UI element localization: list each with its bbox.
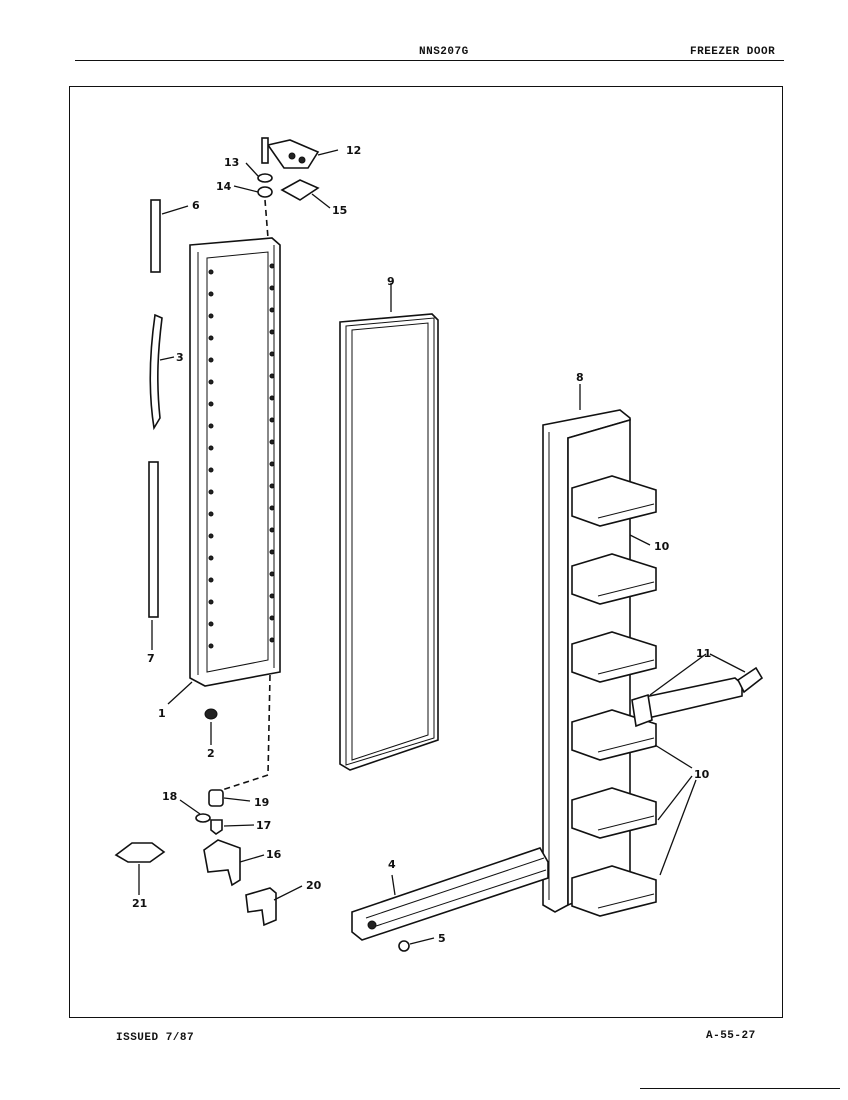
top-hinge-assembly: [257, 137, 320, 239]
top-trim-strip: [150, 199, 161, 273]
callout-7: 7: [147, 652, 155, 665]
callout-11: 11: [696, 647, 711, 660]
panel-hole: [208, 401, 214, 407]
panel-holes: [208, 263, 275, 649]
panel-hole: [208, 379, 214, 385]
callout-16: 16: [266, 848, 282, 861]
door-shelf: [571, 475, 657, 527]
panel-hole: [269, 373, 275, 379]
panel-hole: [208, 335, 214, 341]
callout-21: 21: [132, 897, 147, 910]
shelf-lip: [597, 815, 655, 831]
panel-hole: [208, 511, 214, 517]
leader-lines: [138, 149, 746, 945]
callout-18: 18: [162, 790, 177, 803]
panel-hole: [208, 423, 214, 429]
bottom-hinge: [203, 839, 241, 887]
shelf-rail: [631, 666, 764, 728]
panel-hole: [269, 615, 275, 621]
washer: [195, 813, 211, 823]
panel-hole: [208, 313, 214, 319]
page-code: A-55-27: [706, 1030, 756, 1042]
panel-hole: [269, 395, 275, 401]
callout-15: 15: [332, 204, 347, 217]
bracket-plate: [114, 842, 166, 863]
callout-5: 5: [438, 932, 446, 945]
panel-hole: [208, 599, 214, 605]
shelf-lip: [597, 659, 655, 675]
panel-hole: [269, 571, 275, 577]
trim-screw: [398, 940, 410, 952]
callout-10-upper: 10: [654, 540, 670, 553]
callout-2: 2: [207, 747, 215, 760]
liner-shelves: [571, 475, 657, 917]
panel-hole: [208, 555, 214, 561]
door-gasket: [339, 313, 439, 771]
model-number: NNS207G: [419, 46, 469, 58]
panel-hole: [208, 577, 214, 583]
panel-hole: [269, 549, 275, 555]
panel-hole: [269, 527, 275, 533]
panel-hole: [208, 357, 214, 363]
panel-hole: [208, 291, 214, 297]
callout-6: 6: [192, 199, 200, 212]
callout-labels: 1 2 3 4 5 6 7 8 9 10 10 11 12 13 14 15 1…: [132, 144, 711, 945]
callout-14: 14: [216, 180, 232, 193]
callout-17: 17: [256, 819, 271, 832]
panel-hole: [269, 461, 275, 467]
door-shelf: [571, 631, 657, 683]
panel-hole: [269, 351, 275, 357]
door-shelf: [571, 865, 657, 917]
bottom-trim-bar: [351, 847, 549, 941]
shelf-lip: [597, 893, 655, 909]
panel-hole: [208, 489, 214, 495]
bottom-bushing: [208, 789, 224, 807]
shelf-lip: [597, 737, 655, 753]
panel-hole: [269, 417, 275, 423]
panel-hole: [269, 505, 275, 511]
callout-8: 8: [576, 371, 584, 384]
issued-date: ISSUED 7/87: [116, 1032, 195, 1044]
panel-hole: [269, 439, 275, 445]
header-rule: [75, 60, 784, 61]
panel-hole: [269, 285, 275, 291]
panel-hole: [208, 533, 214, 539]
panel-hole: [208, 621, 214, 627]
callout-10-lower: 10: [694, 768, 710, 781]
panel-hole: [208, 643, 214, 649]
shelf-lip: [597, 503, 655, 519]
panel-hole: [208, 467, 214, 473]
bottom-rule: [640, 1088, 840, 1089]
panel-hole: [269, 593, 275, 599]
callout-3: 3: [176, 351, 184, 364]
door-handle: [149, 313, 163, 431]
section-title: FREEZER DOOR: [690, 46, 776, 58]
callout-19: 19: [254, 796, 269, 809]
callout-20: 20: [306, 879, 322, 892]
lower-trim-strip: [148, 461, 159, 618]
panel-hole: [208, 269, 214, 275]
diagram-frame: [69, 86, 783, 1018]
callout-13: 13: [224, 156, 239, 169]
panel-hole: [269, 483, 275, 489]
door-shelf: [571, 553, 657, 605]
pin-bushing: [204, 708, 218, 720]
panel-hole: [269, 637, 275, 643]
callout-1: 1: [158, 707, 166, 720]
hinge-shim: [245, 887, 277, 927]
panel-hole: [208, 445, 214, 451]
panel-hole: [269, 329, 275, 335]
hinge-pin: [210, 819, 223, 835]
panel-hole: [269, 307, 275, 313]
callout-12: 12: [346, 144, 361, 157]
callout-9: 9: [387, 275, 395, 288]
shelf-lip: [597, 581, 655, 597]
panel-hole: [269, 263, 275, 269]
outer-door-panel: [189, 237, 281, 687]
callout-4: 4: [388, 858, 396, 871]
door-shelf: [571, 787, 657, 839]
